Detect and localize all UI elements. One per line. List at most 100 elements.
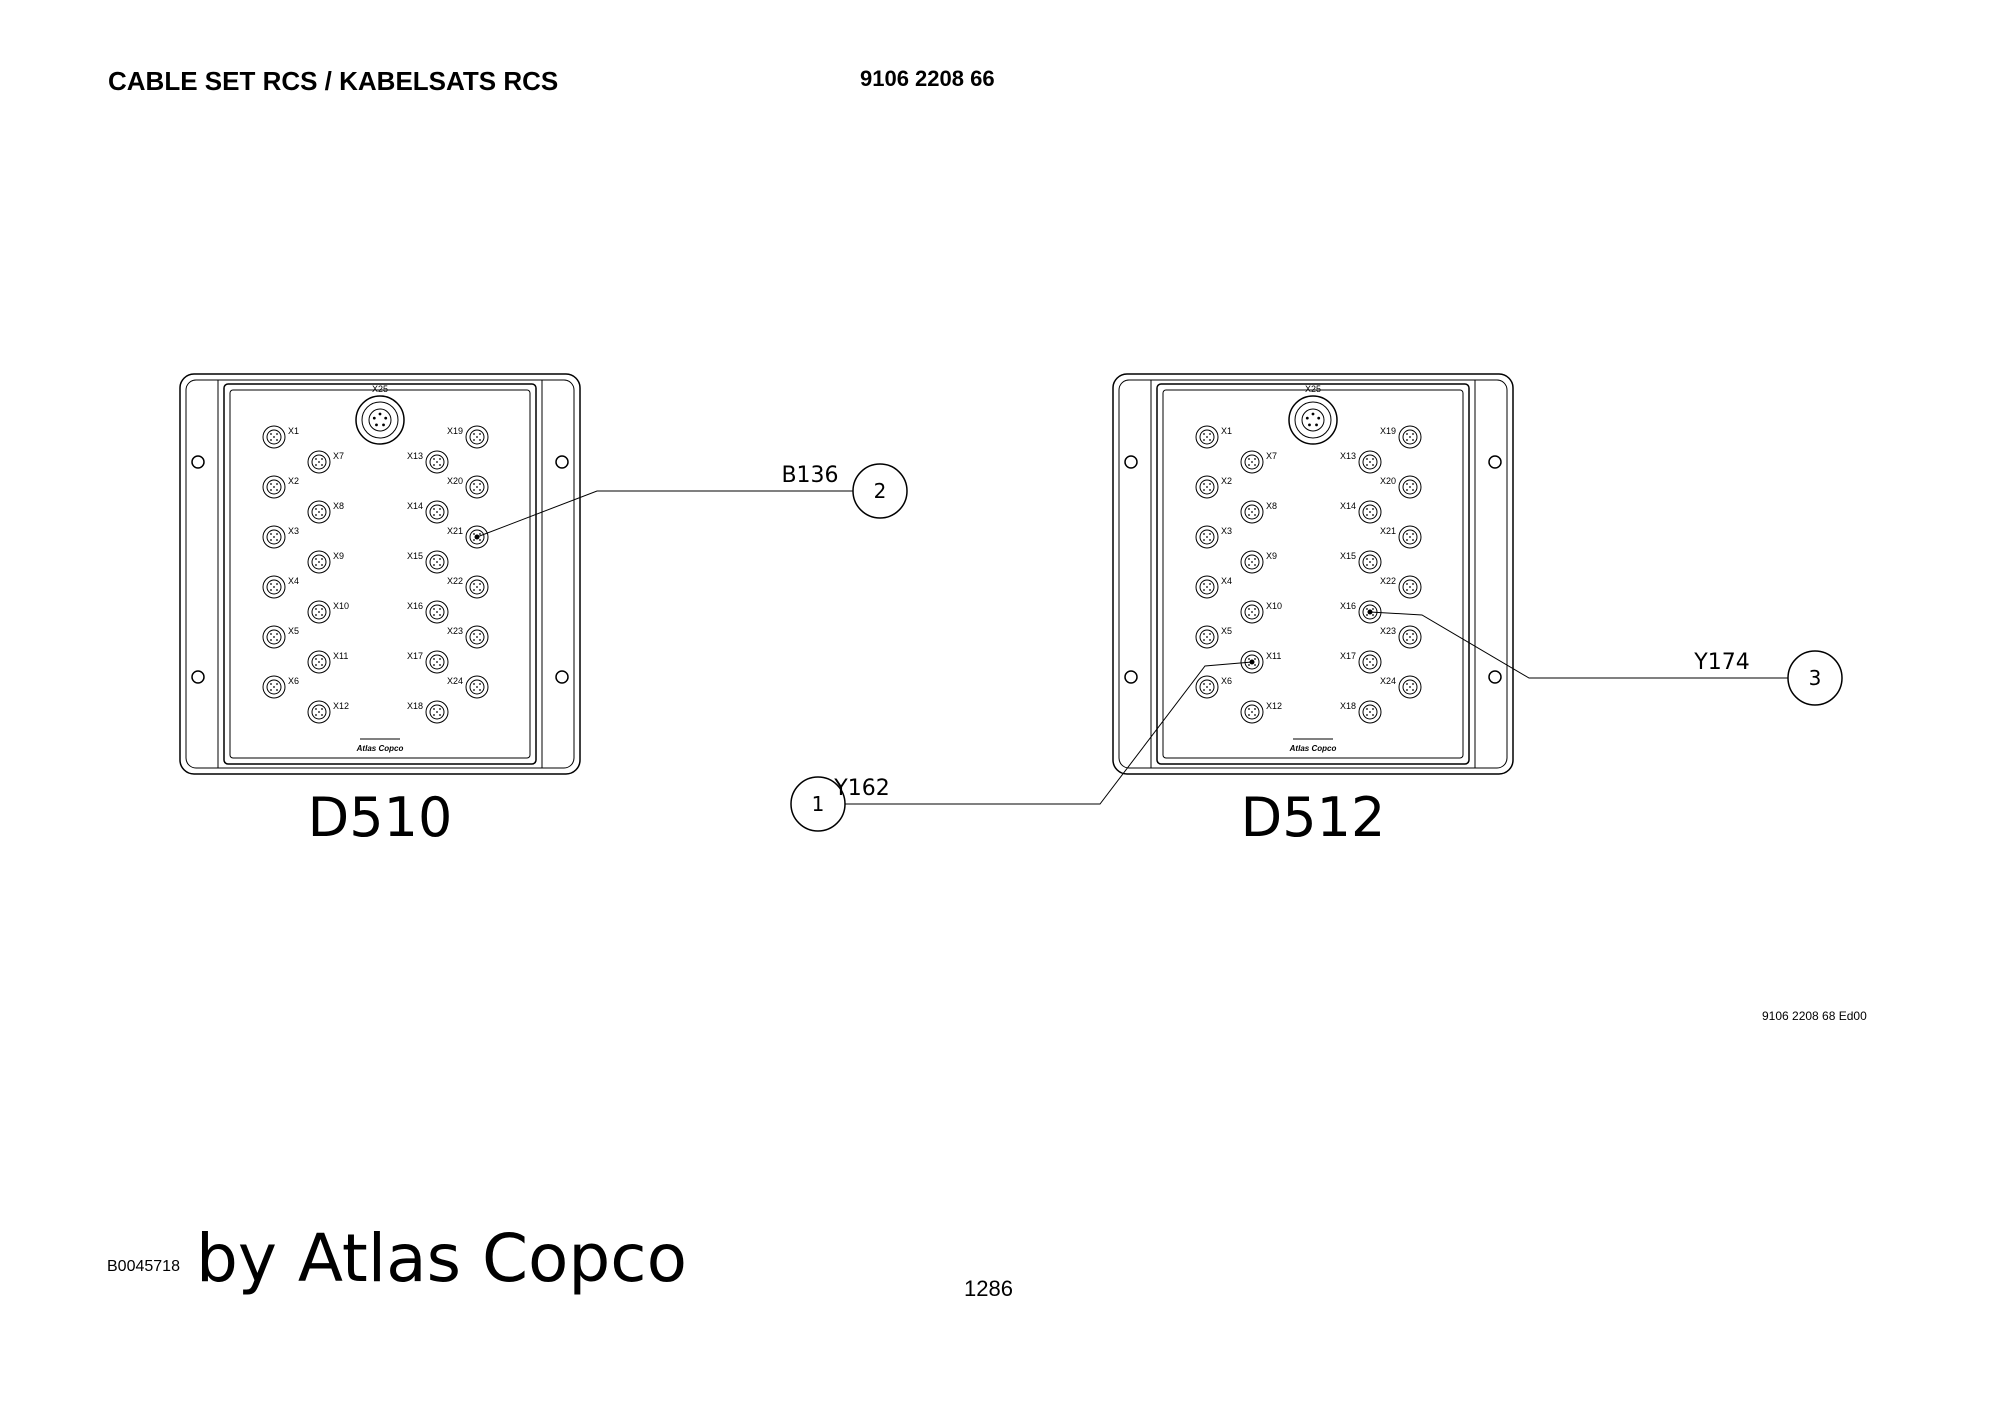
connector-label: X13 (407, 451, 423, 461)
connector-label: X17 (1340, 651, 1356, 661)
connector-socket (1398, 425, 1422, 449)
connector-socket (1398, 525, 1422, 549)
cable-b136: 2 B136 (474, 463, 908, 540)
connector-label: X13 (1340, 451, 1356, 461)
connector-label: X16 (407, 601, 423, 611)
connector-label: X8 (333, 501, 344, 511)
connector-socket (1398, 575, 1422, 599)
cable-y162: 1 Y162 (790, 659, 1255, 832)
connector-socket (425, 550, 449, 574)
connector-label: X21 (1380, 526, 1396, 536)
connector-socket (1358, 650, 1382, 674)
connector-socket (1240, 700, 1264, 724)
connector-socket (1240, 550, 1264, 574)
atlas-copco-logo: Atlas Copco (1289, 738, 1337, 753)
cable-label: Y174 (1693, 650, 1749, 675)
connector-socket (1358, 700, 1382, 724)
cable-number: 1 (812, 792, 825, 816)
edition-label: 9106 2208 68 Ed00 (1762, 1009, 1867, 1023)
connector-label: X15 (407, 551, 423, 561)
connector-socket (1240, 600, 1264, 624)
connector-socket (1358, 450, 1382, 474)
cable-line (1369, 611, 1788, 679)
connector-socket (425, 650, 449, 674)
module-body (179, 373, 581, 775)
connector-label: X1 (1221, 426, 1232, 436)
connector-label: X5 (288, 626, 299, 636)
connector-label: X25 (1305, 384, 1321, 394)
connector-label: X23 (447, 626, 463, 636)
connector-x25 (355, 395, 405, 445)
connector-label: X8 (1266, 501, 1277, 511)
connector-socket (465, 575, 489, 599)
connector-socket (1398, 475, 1422, 499)
connector-socket (307, 650, 331, 674)
connector-socket (1358, 500, 1382, 524)
connector-socket (262, 475, 286, 499)
mounting-hole (1124, 670, 1138, 684)
cable-label: Y162 (833, 776, 889, 801)
connector-label: X18 (407, 701, 423, 711)
page-number: 1286 (964, 1276, 1013, 1301)
connector-socket (1398, 675, 1422, 699)
connector-socket (1195, 675, 1219, 699)
module-body (1112, 373, 1514, 775)
module-d512: X25X1X2X3X4X5X6X7X8X9X10X11X12X13X14X15X… (1112, 373, 1514, 849)
connector-label: X3 (1221, 526, 1232, 536)
connector-socket (262, 625, 286, 649)
module-name: D512 (1241, 786, 1386, 849)
connector-socket (262, 675, 286, 699)
connector-label: X25 (372, 384, 388, 394)
connector-label: X10 (1266, 601, 1282, 611)
connector-label: X20 (447, 476, 463, 486)
svg-text:Atlas Copco: Atlas Copco (1289, 744, 1337, 753)
mounting-hole (1488, 455, 1502, 469)
connector-label: X17 (407, 651, 423, 661)
cable-y174: 3 Y174 (1367, 609, 1843, 706)
connector-socket (307, 450, 331, 474)
connector-socket (425, 500, 449, 524)
connector-socket (307, 500, 331, 524)
cable-endpoint (474, 534, 480, 540)
connector-label: X12 (333, 701, 349, 711)
connector-label: X5 (1221, 626, 1232, 636)
mounting-hole (1124, 455, 1138, 469)
connector-socket (465, 525, 489, 549)
cable-number: 2 (874, 479, 887, 503)
connector-label: X22 (447, 576, 463, 586)
connector-socket (425, 700, 449, 724)
connector-socket (425, 450, 449, 474)
cable-number: 3 (1809, 666, 1822, 690)
connector-label: X11 (333, 651, 348, 661)
connector-socket (1240, 500, 1264, 524)
cable-label: B136 (781, 463, 838, 488)
connector-socket (465, 425, 489, 449)
connector-label: X3 (288, 526, 299, 536)
connector-socket (1195, 625, 1219, 649)
mounting-hole (555, 670, 569, 684)
connector-label: X24 (1380, 676, 1396, 686)
connector-label: X15 (1340, 551, 1356, 561)
connector-socket (307, 550, 331, 574)
connector-socket (1398, 625, 1422, 649)
connector-label: X6 (288, 676, 299, 686)
connector-label: X14 (1340, 501, 1356, 511)
connector-label: X14 (407, 501, 423, 511)
connector-label: X22 (1380, 576, 1396, 586)
connector-label: X12 (1266, 701, 1282, 711)
connector-socket (465, 675, 489, 699)
connector-socket (1195, 425, 1219, 449)
cable-line (845, 661, 1253, 805)
connector-socket (465, 475, 489, 499)
connector-label: X10 (333, 601, 349, 611)
connector-socket (307, 700, 331, 724)
connector-socket (465, 625, 489, 649)
connector-label: X2 (1221, 476, 1232, 486)
connector-label: X11 (1266, 651, 1281, 661)
connector-socket (1240, 450, 1264, 474)
connector-socket (1358, 550, 1382, 574)
module-face (1156, 383, 1470, 765)
connector-socket (262, 575, 286, 599)
connector-label: X1 (288, 426, 299, 436)
